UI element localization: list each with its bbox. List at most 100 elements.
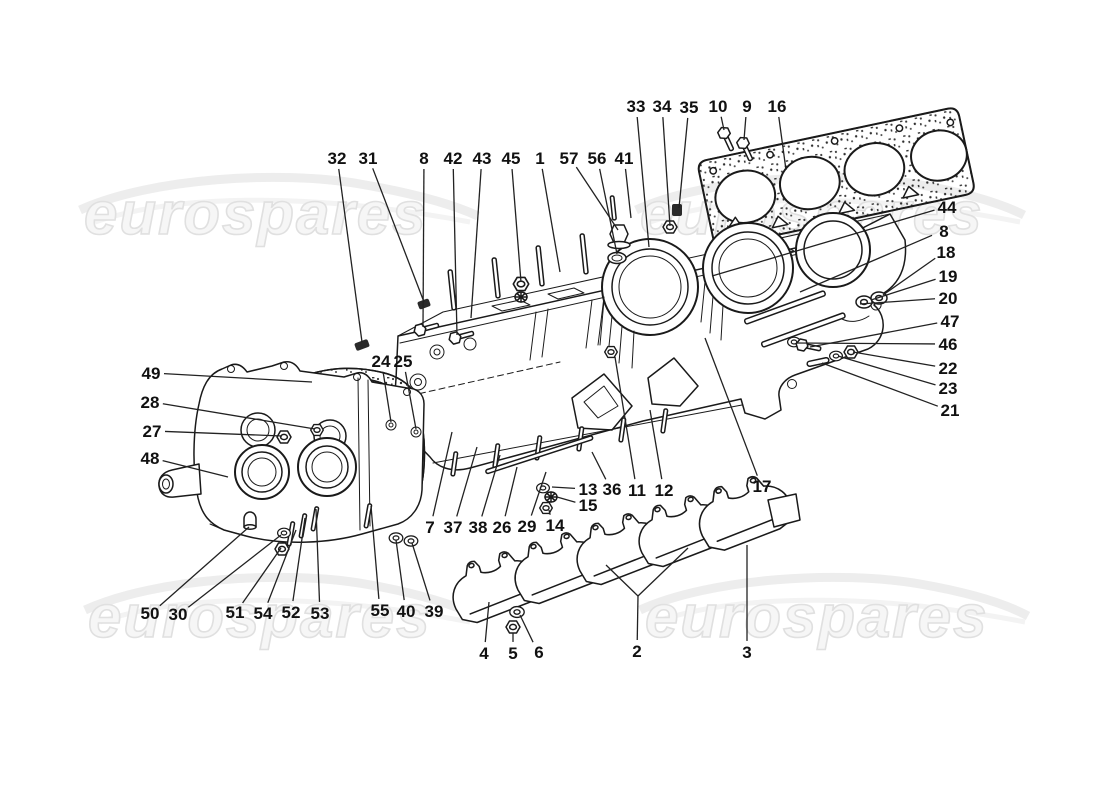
callout-number: 29	[518, 517, 537, 536]
callout-number: 4	[479, 644, 489, 663]
callout-number: 47	[941, 312, 960, 331]
watermark-text: eurospares	[88, 583, 432, 650]
watermark-bottom-left: eurospares	[83, 572, 480, 651]
callout-number: 22	[939, 359, 958, 378]
callout-number: 55	[371, 601, 390, 620]
callout-leader	[481, 454, 501, 517]
callout-number: 35	[680, 98, 699, 117]
callout-number: 34	[653, 97, 672, 116]
callout-number: 15	[579, 496, 598, 515]
callout-number: 56	[588, 149, 607, 168]
callout-number: 12	[655, 481, 674, 500]
callout-number: 44	[938, 198, 957, 217]
callout-leader	[541, 168, 561, 273]
callout-number: 21	[941, 401, 960, 420]
callout-leader	[799, 234, 933, 293]
callout-number: 5	[508, 644, 517, 663]
callout-number: 18	[937, 243, 956, 262]
callout-leader	[637, 547, 689, 597]
callout-number: 13	[579, 480, 598, 499]
callout-number: 8	[419, 149, 428, 168]
callout-number: 19	[939, 267, 958, 286]
callout-leader	[711, 209, 935, 277]
callout-leader	[575, 166, 619, 231]
callout-leader	[411, 542, 431, 601]
callout-leader	[795, 342, 936, 345]
callout-number: 27	[143, 422, 162, 441]
callout-leader	[382, 371, 392, 423]
callout-leader	[164, 430, 283, 437]
callout-leader	[852, 351, 936, 367]
callout-number: 17	[753, 477, 772, 496]
callout-leader	[163, 372, 313, 383]
callout-number: 40	[397, 602, 416, 621]
callout-leader	[551, 486, 576, 490]
callout-leader	[267, 529, 297, 603]
fasteners	[243, 124, 888, 634]
callout-number: 2	[632, 642, 641, 661]
callout-number: 6	[534, 643, 543, 662]
callout-number: 9	[742, 97, 751, 116]
callout-leader	[882, 257, 936, 296]
callout-leader	[395, 539, 405, 601]
callout-number: 8	[939, 222, 948, 241]
front-cover-drawing	[158, 360, 425, 547]
callout-number: 49	[142, 364, 161, 383]
callout-leader	[870, 278, 936, 301]
callout-leader	[556, 496, 576, 503]
callout-leader	[504, 466, 518, 517]
callout-leader	[859, 298, 936, 305]
callout-leader	[720, 116, 725, 131]
bearing-caps-drawing	[442, 467, 801, 629]
crankcase-block-drawing	[394, 212, 907, 471]
callout-number: 46	[939, 335, 958, 354]
callout-leader	[470, 168, 482, 319]
callout-leader	[432, 431, 453, 517]
callout-leader	[778, 116, 787, 171]
callout-leader	[605, 564, 639, 597]
callout-leader	[614, 356, 636, 480]
callout-leader	[599, 168, 618, 255]
callout-number: 10	[709, 97, 728, 116]
callout-number: 26	[493, 518, 512, 537]
callout-number: 33	[627, 97, 646, 116]
callout-number: 45	[502, 149, 521, 168]
callout-leader	[162, 459, 229, 478]
callout-leader	[372, 168, 425, 303]
callout-leader	[452, 169, 458, 336]
callout-leader	[591, 451, 607, 480]
callout-number: 24	[372, 352, 391, 371]
callout-number: 30	[169, 605, 188, 624]
callout-leader	[624, 168, 632, 219]
callout-leader	[338, 168, 363, 343]
callout-leader	[292, 517, 306, 602]
head-studs	[743, 290, 846, 348]
callout-number: 25	[394, 352, 413, 371]
watermark-top-left: eurospares	[78, 172, 480, 248]
callout-number: 31	[359, 149, 378, 168]
callout-leader	[636, 595, 639, 640]
callout-leader	[636, 116, 650, 248]
callout-leader	[548, 509, 551, 515]
watermark-bottom-right: eurospares	[638, 572, 1031, 651]
callout-leader	[662, 116, 671, 227]
callout-number: 51	[226, 603, 245, 622]
watermark-text: eurospares	[645, 583, 989, 650]
callout-number: 53	[311, 604, 330, 623]
callout-number: 48	[141, 449, 160, 468]
callout-leader	[187, 534, 282, 608]
callout-leader	[162, 403, 316, 430]
callout-number: 1	[535, 149, 544, 168]
callout-number: 41	[615, 149, 634, 168]
callout-number: 7	[425, 518, 434, 537]
callout-number: 43	[473, 149, 492, 168]
callout-leader	[743, 116, 747, 141]
callout-number: 37	[444, 518, 463, 537]
callout-leader	[159, 526, 250, 607]
callout-leader	[422, 169, 425, 328]
callout-number: 36	[603, 480, 622, 499]
callout-number: 28	[141, 393, 160, 412]
